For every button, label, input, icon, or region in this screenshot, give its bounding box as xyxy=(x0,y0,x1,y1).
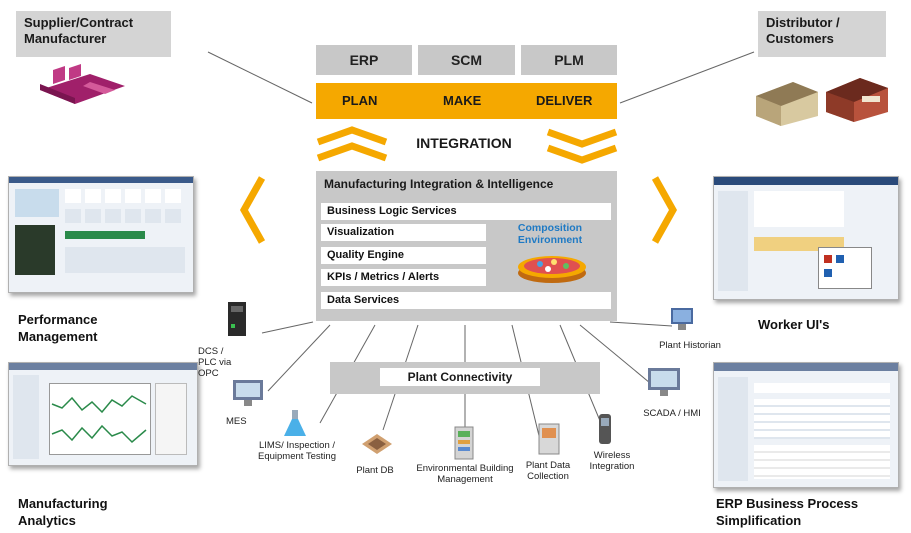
plant-data-label: Plant Data Collection xyxy=(525,460,571,482)
composition-label: Composition Environment xyxy=(517,222,583,246)
layer-quality-engine: Quality Engine xyxy=(321,247,486,264)
wireless-label: Wireless Integration xyxy=(589,450,635,472)
integration-chevrons xyxy=(316,126,618,164)
plan-make-deliver-bar: PLAN MAKE DELIVER xyxy=(316,83,617,119)
scm-cell: SCM xyxy=(418,45,515,75)
lims-label: LIMS/ Inspection / Equipment Testing xyxy=(258,440,336,462)
worker-caption: Worker UI's xyxy=(758,317,830,332)
plant-connectivity-label: Plant Connectivity xyxy=(380,368,540,386)
performance-caption: Performance Management xyxy=(18,312,98,344)
mii-panel: Manufacturing Integration & Intelligence… xyxy=(316,171,617,321)
right-chevron xyxy=(651,176,678,244)
plm-label: PLM xyxy=(554,52,584,68)
analytics-line-icon xyxy=(51,395,147,444)
analytics-caption: Manufacturing Analytics xyxy=(18,496,108,528)
layer-kpis: KPIs / Metrics / Alerts xyxy=(321,269,486,286)
plant-db-icon xyxy=(362,434,392,454)
scada-monitor-icon xyxy=(648,368,680,396)
historian-label: Plant Historian xyxy=(659,340,721,351)
stores-icon xyxy=(756,78,888,126)
erp-label: ERP xyxy=(349,52,379,68)
plant-data-icon xyxy=(538,423,560,455)
plc-icon xyxy=(228,302,246,336)
layer-data-services: Data Services xyxy=(321,292,611,309)
mes-monitor-icon xyxy=(233,380,263,406)
erp-process-image xyxy=(713,362,899,488)
erp-cell: ERP xyxy=(316,45,412,75)
erp-caption: ERP Business Process Simplification xyxy=(716,496,859,528)
performance-dashboard-image xyxy=(8,176,194,293)
supplier-box: Supplier/Contract Manufacturer xyxy=(16,11,171,57)
analytics-chart-image xyxy=(8,362,198,466)
layer-business-logic: Business Logic Services xyxy=(321,203,611,220)
layer-visualization: Visualization xyxy=(321,224,486,241)
flask-icon xyxy=(284,410,306,436)
mii-title: Manufacturing Integration & Intelligence xyxy=(324,177,554,191)
plm-cell: PLM xyxy=(521,45,617,75)
scm-label: SCM xyxy=(450,52,483,68)
environmental-label: Environmental Building Management xyxy=(416,463,514,485)
dcs-label: DCS / PLC via OPC xyxy=(198,346,232,379)
scada-label: SCADA / HMI xyxy=(643,408,701,419)
integration-label: INTEGRATION xyxy=(416,135,512,151)
plan-label: PLAN xyxy=(342,93,378,108)
plant-db-label: Plant DB xyxy=(356,465,394,476)
factory-icon xyxy=(40,64,125,104)
mes-label: MES xyxy=(226,416,247,427)
historian-monitor-icon xyxy=(671,308,693,330)
wireless-device-icon xyxy=(599,414,611,444)
plant-connectivity-bar: Plant Connectivity xyxy=(330,362,600,394)
supplier-label: Supplier/Contract Manufacturer xyxy=(24,15,134,46)
deliver-label: DELIVER xyxy=(536,93,593,108)
worker-ui-image xyxy=(713,176,899,300)
composition-disc-icon xyxy=(518,256,586,283)
distributor-label: Distributor / Customers xyxy=(766,15,840,46)
left-chevron xyxy=(239,176,266,244)
distributor-box: Distributor / Customers xyxy=(758,11,886,57)
environmental-panel-icon xyxy=(454,426,474,460)
make-label: MAKE xyxy=(443,93,482,108)
